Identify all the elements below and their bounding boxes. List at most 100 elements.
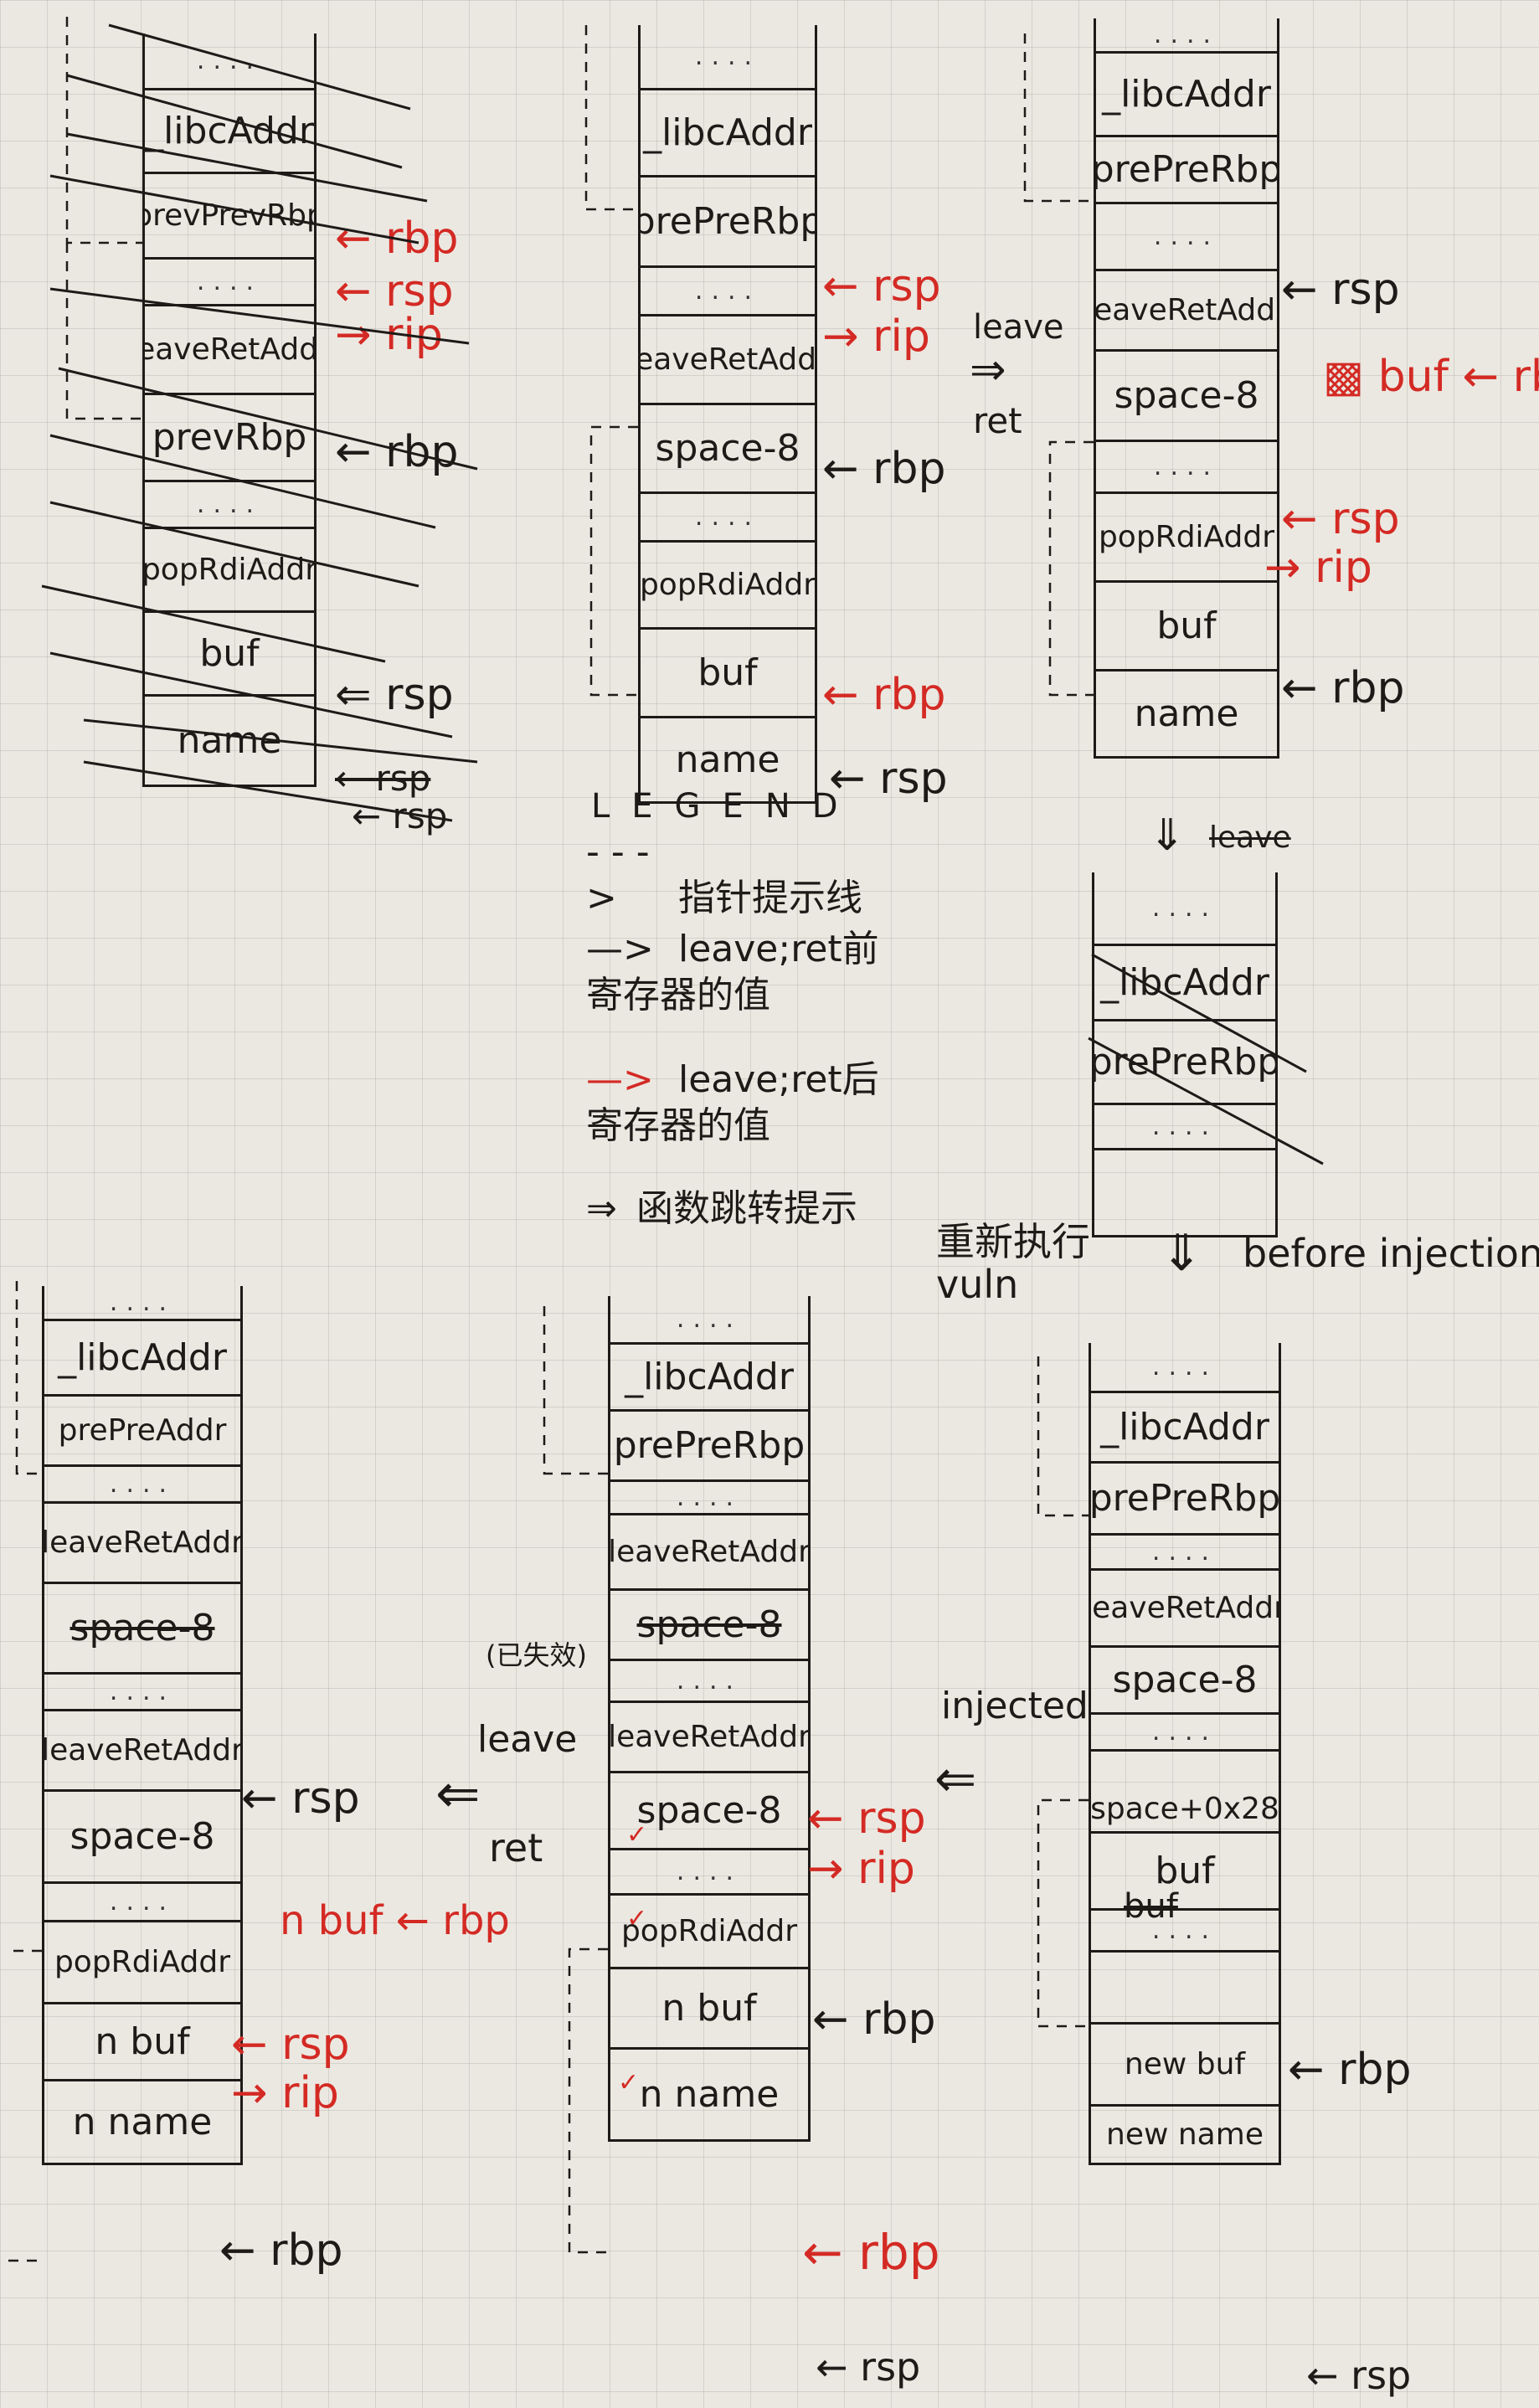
- stack-cell: ....: [142, 33, 317, 90]
- stack-cell: leaveRetAddr: [1094, 271, 1279, 352]
- stack-cell: _libcAddr: [608, 1345, 811, 1412]
- pointer-rsp-before: ← rsp: [816, 2344, 921, 2390]
- legend-item-after: —>leave;ret后 寄存器的值: [586, 1058, 879, 1147]
- pointer-nbuf-rbp-after: n buf ← rbp: [280, 1897, 510, 1944]
- pointer-rsp-after: ← rsp: [822, 261, 941, 311]
- pointer-rip-after: → rip: [335, 310, 443, 360]
- struck-buf-label: buf: [1124, 1887, 1178, 1926]
- stack-cell: ....: [1092, 872, 1278, 946]
- stack-cell: prevRbp: [142, 395, 317, 482]
- stack-cell: ....: [42, 1675, 243, 1711]
- pointer-rbp-before: ← rbp: [822, 444, 946, 494]
- stack-cell: leaveRetAddr: [638, 316, 817, 405]
- function-jump-arrow-icon: ⇐: [435, 1763, 481, 1825]
- stack-cell: space-8: [638, 405, 817, 494]
- transition-leave-struck: leave: [1209, 821, 1291, 855]
- transition-ret-label: ret: [489, 1825, 543, 1870]
- transition-leave-label: leave: [477, 1718, 578, 1761]
- stack-cell: ....: [1089, 1343, 1281, 1393]
- pointer-rip-after: → rip: [807, 1844, 915, 1894]
- function-jump-arrow-icon: ⇒: [970, 345, 1006, 395]
- stack-cell: ....: [608, 1850, 811, 1896]
- pointer-rsp-before: ← rsp: [1281, 265, 1400, 315]
- stack-cell: ....: [638, 25, 817, 90]
- stack-cell: ....: [1094, 204, 1279, 271]
- pointer-rsp-before: ← rsp: [241, 1773, 360, 1824]
- stack-cell: leaveRetAddr: [42, 1504, 243, 1584]
- stack-cell: n name: [42, 2081, 243, 2165]
- stack-cell: name: [638, 718, 817, 804]
- legend-item-pointer-hint: - - ->指针提示线: [586, 831, 862, 919]
- legend-item-before: —>leave;ret前 寄存器的值: [586, 928, 879, 1016]
- red-arrow-icon: —>: [586, 1058, 654, 1101]
- pointer-rsp-struck: ← rsp: [335, 758, 431, 799]
- stack-cell: _libcAddr: [42, 1321, 243, 1397]
- pointer-rbp-before: ← rbp: [219, 2225, 343, 2276]
- invalidated-note: (已失效): [486, 1639, 587, 1671]
- stack-cell: prePreRbp: [1089, 1464, 1281, 1536]
- stack-cell: popRdiAddr: [608, 1896, 811, 1969]
- pointer-rbp-after: ← rbp: [335, 214, 459, 264]
- stack-cell: ....: [1089, 1715, 1281, 1752]
- stack-cell: prePreAddr: [42, 1397, 243, 1467]
- check-mark-icon: ✓: [618, 2068, 640, 2097]
- stack-cell: ....: [1092, 1105, 1278, 1150]
- pointer-rip-after: → rip: [231, 2068, 339, 2118]
- stack-cell: [1089, 1953, 1281, 2025]
- stack-cell: ....: [142, 482, 317, 529]
- stack-cell: buf: [1094, 583, 1279, 671]
- pointer-rsp-after: ← rsp: [1281, 494, 1400, 544]
- black-arrow-icon: —>: [586, 928, 654, 970]
- stack-cell: buf: [638, 630, 817, 718]
- stack-cell: leaveRetAddr: [42, 1711, 243, 1792]
- stack-cell: ....: [1094, 18, 1279, 54]
- stack-cell: leaveRetAddr: [608, 1515, 811, 1591]
- stack-cell: prePreRbp: [1092, 1021, 1278, 1105]
- pointer-rsp-before: ← rsp: [829, 754, 948, 804]
- pointer-buf-rbp-after: ▩ buf ← rbp: [1323, 352, 1539, 402]
- stack-cell: new name: [1089, 2107, 1281, 2165]
- stack-cell: buf: [142, 613, 317, 697]
- stack-cell: ....: [638, 494, 817, 543]
- pointer-rip-after: → rip: [822, 311, 930, 362]
- stack-cell: leaveRetAddr: [608, 1703, 811, 1773]
- stack-cell: name: [1094, 671, 1279, 759]
- stack-cell: prePreRbp: [638, 178, 817, 268]
- pointer-rsp-old: ← rsp: [352, 795, 448, 836]
- stack-cell: space-8: [608, 1773, 811, 1850]
- stack-cell: ....: [608, 1661, 811, 1703]
- stack-cell: ....: [608, 1296, 811, 1345]
- stack-cell: ....: [1089, 1536, 1281, 1571]
- stack-cell: ....: [1094, 442, 1279, 494]
- stack-cell: space-8: [42, 1792, 243, 1884]
- stack-cell: _libcAddr: [142, 90, 317, 174]
- legend-title: LEGEND: [591, 787, 860, 826]
- stack-cell: _libcAddr: [1094, 54, 1279, 137]
- stack-cell: popRdiAddr: [142, 529, 317, 613]
- stack-cell: _libcAddr: [1089, 1393, 1281, 1464]
- stack-cell: space+0x28: [1089, 1752, 1281, 1834]
- stack-cell: n buf: [42, 2004, 243, 2081]
- before-injection-label: before injection: [1243, 1231, 1539, 1276]
- down-arrow-icon: ⇓: [1161, 1224, 1203, 1283]
- stack-cell: ....: [142, 260, 317, 306]
- stack-cell: leaveRetAddr: [142, 306, 317, 395]
- down-arrow-icon: ⇓: [1149, 810, 1186, 861]
- stack-cell: prevPrevRbp: [142, 174, 317, 260]
- stack-cell-invalid: space-8: [608, 1591, 811, 1661]
- stack-cell: _libcAddr: [638, 90, 817, 178]
- stack-cell: buf: [1089, 1834, 1281, 1911]
- stack-cell: prePreRbp: [1094, 137, 1279, 204]
- stack-cell: popRdiAddr: [1094, 494, 1279, 583]
- stack-cell: ....: [638, 268, 817, 316]
- stack-cell-invalid: space-8: [42, 1584, 243, 1675]
- stack-cell: space-8: [1094, 352, 1279, 442]
- pointer-rbp: ← rbp: [1288, 2045, 1412, 2095]
- stack-cell: space-8: [1089, 1648, 1281, 1715]
- pointer-rip-after: → rip: [1264, 543, 1372, 593]
- pointer-rbp-before: ← rbp: [335, 427, 459, 477]
- stack-cell: n name: [608, 2050, 811, 2142]
- stack-cell: new buf: [1089, 2025, 1281, 2107]
- pointer-rbp-after: ← rbp: [822, 670, 946, 720]
- pointer-rsp-after: ← rsp: [335, 266, 454, 316]
